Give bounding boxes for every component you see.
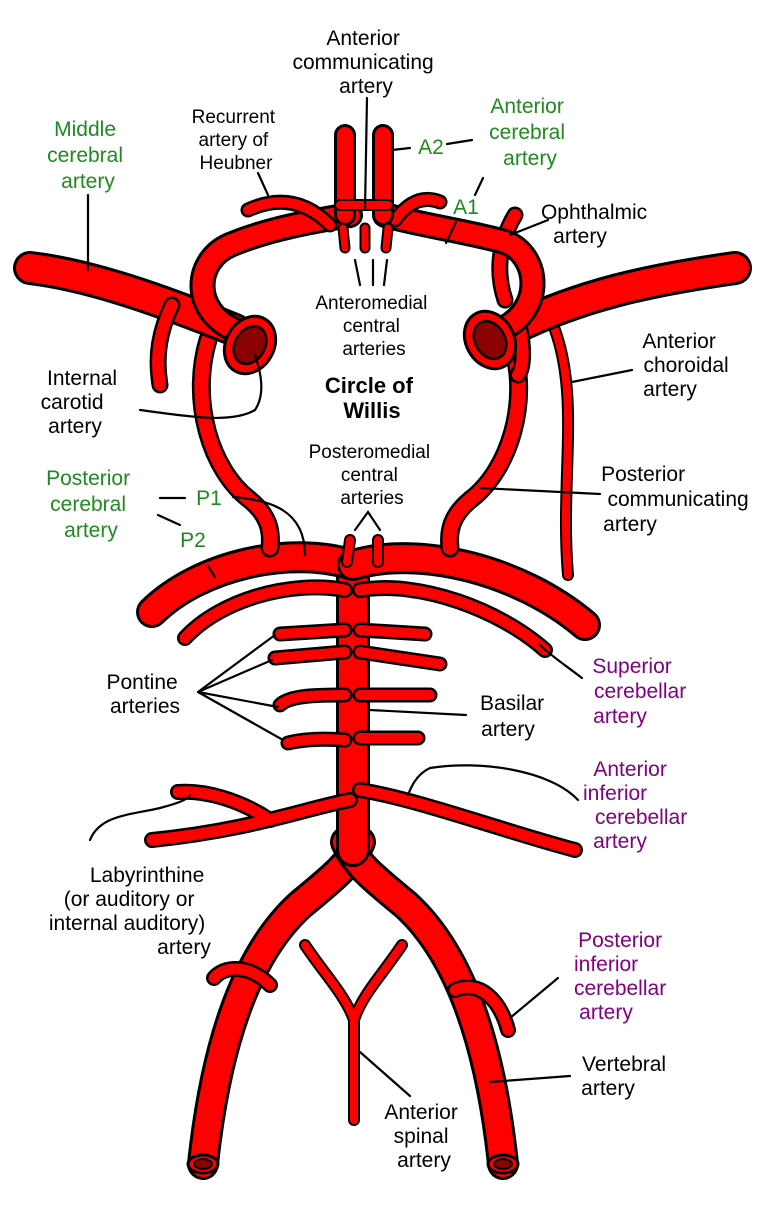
ophthalmic-artery xyxy=(491,206,524,309)
label-posterior-inferior-cerebellar-artery: Posterior inferior cerebellar artery xyxy=(574,929,672,1024)
artery-network xyxy=(13,124,752,1180)
label-p1-segment: P1 xyxy=(196,487,222,510)
label-anteromedial-central-arteries: Anteromedial central arteries xyxy=(315,293,432,360)
anterior-spinal-artery xyxy=(299,939,408,1126)
label-ophthalmic-artery: Ophthalmic artery xyxy=(541,201,653,248)
pontine-arteries-left xyxy=(267,622,353,751)
label-anterior-spinal-artery: Anterior spinal artery xyxy=(384,1101,463,1172)
label-posterior-cerebral-artery: Posterior cerebral artery xyxy=(46,467,136,542)
label-anterior-cerebral-artery: Anterior cerebral artery xyxy=(489,95,571,170)
anterior-choroidal-artery xyxy=(549,324,575,581)
superior-cerebellar-artery-left xyxy=(177,579,353,646)
posterior-cerebral-artery-left xyxy=(136,541,369,628)
posteromedial-central-arteries xyxy=(341,534,384,568)
diagram-title: Circle of Willis xyxy=(325,373,419,423)
label-posteromedial-central-arteries: Posteromedial central arteries xyxy=(309,442,436,509)
internal-carotid-right-loop xyxy=(372,202,546,343)
label-superior-cerebellar-artery: Superior cerebellar artery xyxy=(592,655,692,728)
leader-lines xyxy=(86,96,634,1098)
pontine-arteries-right xyxy=(352,622,448,746)
label-anterior-inferior-cerebellar-artery: Anterior inferior cerebellar artery xyxy=(583,758,693,853)
anterior-inferior-cerebellar-artery-right xyxy=(352,782,583,858)
label-p2-segment: P2 xyxy=(180,529,206,552)
label-pontine-arteries: Pontine arteries xyxy=(106,671,183,718)
label-middle-cerebral-artery: Middle cerebral artery xyxy=(47,118,129,193)
posterior-inferior-cerebellar-artery-right xyxy=(447,979,516,1038)
label-a1-segment: A1 xyxy=(453,196,479,219)
posterior-inferior-cerebellar-artery-left xyxy=(206,961,278,993)
label-internal-carotid-artery: Internal carotid artery xyxy=(41,367,123,438)
internal-carotid-end-left xyxy=(222,314,278,376)
label-vertebral-artery: Vertebral artery xyxy=(581,1053,672,1100)
label-a2-segment: A2 xyxy=(418,136,444,159)
internal-carotid-end-right xyxy=(462,309,518,371)
vertebral-artery-right xyxy=(330,826,519,1180)
vertebral-end-left xyxy=(186,1153,220,1175)
label-labyrinthine-artery: Labyrinthine (or auditory or internal au… xyxy=(49,864,211,959)
label-anterior-communicating-artery: Anterior communicating artery xyxy=(292,27,439,98)
posterior-communicating-artery-left xyxy=(191,330,280,558)
anterior-inferior-cerebellar-artery-left xyxy=(144,783,358,848)
labels: Anterior communicating artery Anterior c… xyxy=(41,27,754,1172)
label-anterior-choroidal-artery: Anterior choroidal artery xyxy=(642,330,734,401)
vertebral-artery-left xyxy=(187,826,376,1180)
superior-cerebellar-artery-right xyxy=(352,580,553,658)
anteromedial-central-arteries xyxy=(337,222,394,254)
label-recurrent-artery-of-heubner: Recurrent artery of Heubner xyxy=(192,107,281,174)
recurrent-artery-of-heubner xyxy=(240,191,448,233)
middle-cerebral-artery-right xyxy=(493,251,752,384)
vertebral-end-right xyxy=(486,1153,520,1175)
label-posterior-communicating-artery: Posterior communicating artery xyxy=(601,463,754,536)
label-basilar-artery: Basilar artery xyxy=(480,692,550,741)
posterior-communicating-artery-right xyxy=(440,335,529,558)
